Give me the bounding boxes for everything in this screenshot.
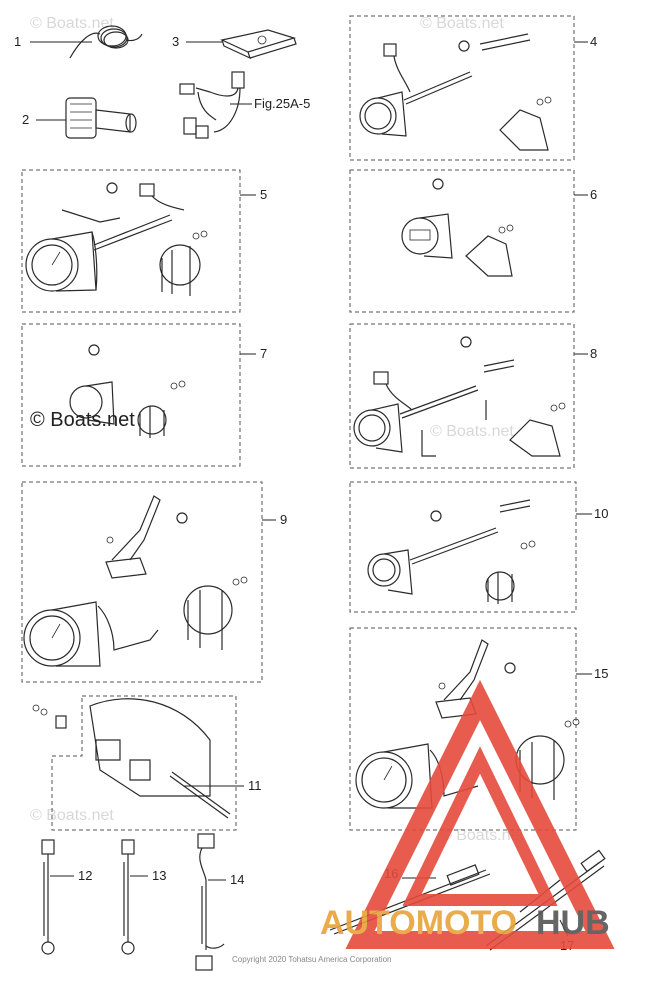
faint-watermark: © Boats.net [440, 827, 524, 844]
callout-10: 10 [594, 506, 608, 521]
callout-8: 8 [590, 346, 597, 361]
faint-watermark: © Boats.net [30, 15, 114, 32]
callout-4: 4 [590, 34, 597, 49]
group-box-15 [349, 627, 577, 831]
group-box-11 [51, 695, 237, 831]
copyright-notice: Copyright 2020 Tohatsu America Corporati… [232, 955, 392, 964]
part-2-grommet [65, 97, 137, 139]
faint-watermark: © Boats.net [420, 15, 504, 32]
part-7-gauge-kit [69, 344, 186, 438]
part-11-bracket-assembly [32, 698, 231, 819]
callout-11: 11 [248, 778, 262, 793]
part-5-tachometer-kit [25, 182, 208, 296]
callout-5: 5 [260, 187, 267, 202]
callout-13: 13 [152, 868, 166, 883]
logo-text-part1: AUTOMOTO [320, 904, 517, 942]
callout-1: 1 [14, 34, 21, 49]
part-3-pad [220, 29, 297, 60]
part-1-coil [69, 25, 143, 59]
part-10-gauge-kit [367, 499, 536, 604]
part-6-hourmeter-kit [401, 178, 514, 277]
figure-reference: Fig.25A-5 [254, 96, 310, 111]
logo-text-part2: HUB [536, 904, 610, 942]
callout-2: 2 [22, 112, 29, 127]
group-box-10 [349, 481, 577, 613]
part-8-gauge-kit [353, 336, 566, 457]
harness-figref [179, 71, 245, 139]
group-box-5 [21, 169, 241, 313]
part-12-lead [41, 839, 55, 955]
part-14-harness [195, 833, 225, 971]
callout-14: 14 [230, 872, 244, 887]
group-box-9 [21, 481, 263, 683]
part-13-lead [121, 839, 135, 955]
part-9-speedometer-kit [23, 495, 248, 667]
group-box-6 [349, 169, 575, 313]
faint-watermark: © Boats.net [430, 423, 514, 440]
callout-6: 6 [590, 187, 597, 202]
callout-7: 7 [260, 346, 267, 361]
watermark: © Boats.net [30, 409, 135, 431]
faint-watermark: © Boats.net [30, 807, 114, 824]
group-box-8 [349, 323, 575, 469]
group-box-7 [21, 323, 241, 467]
callout-12: 12 [78, 868, 92, 883]
callout-15: 15 [594, 666, 608, 681]
group-box-4 [349, 15, 575, 161]
callout-9: 9 [280, 512, 287, 527]
callout-3: 3 [172, 34, 179, 49]
part-4-gauge-kit [359, 33, 552, 151]
automotohub-logo: AUTOMOTO HUB [320, 679, 615, 949]
